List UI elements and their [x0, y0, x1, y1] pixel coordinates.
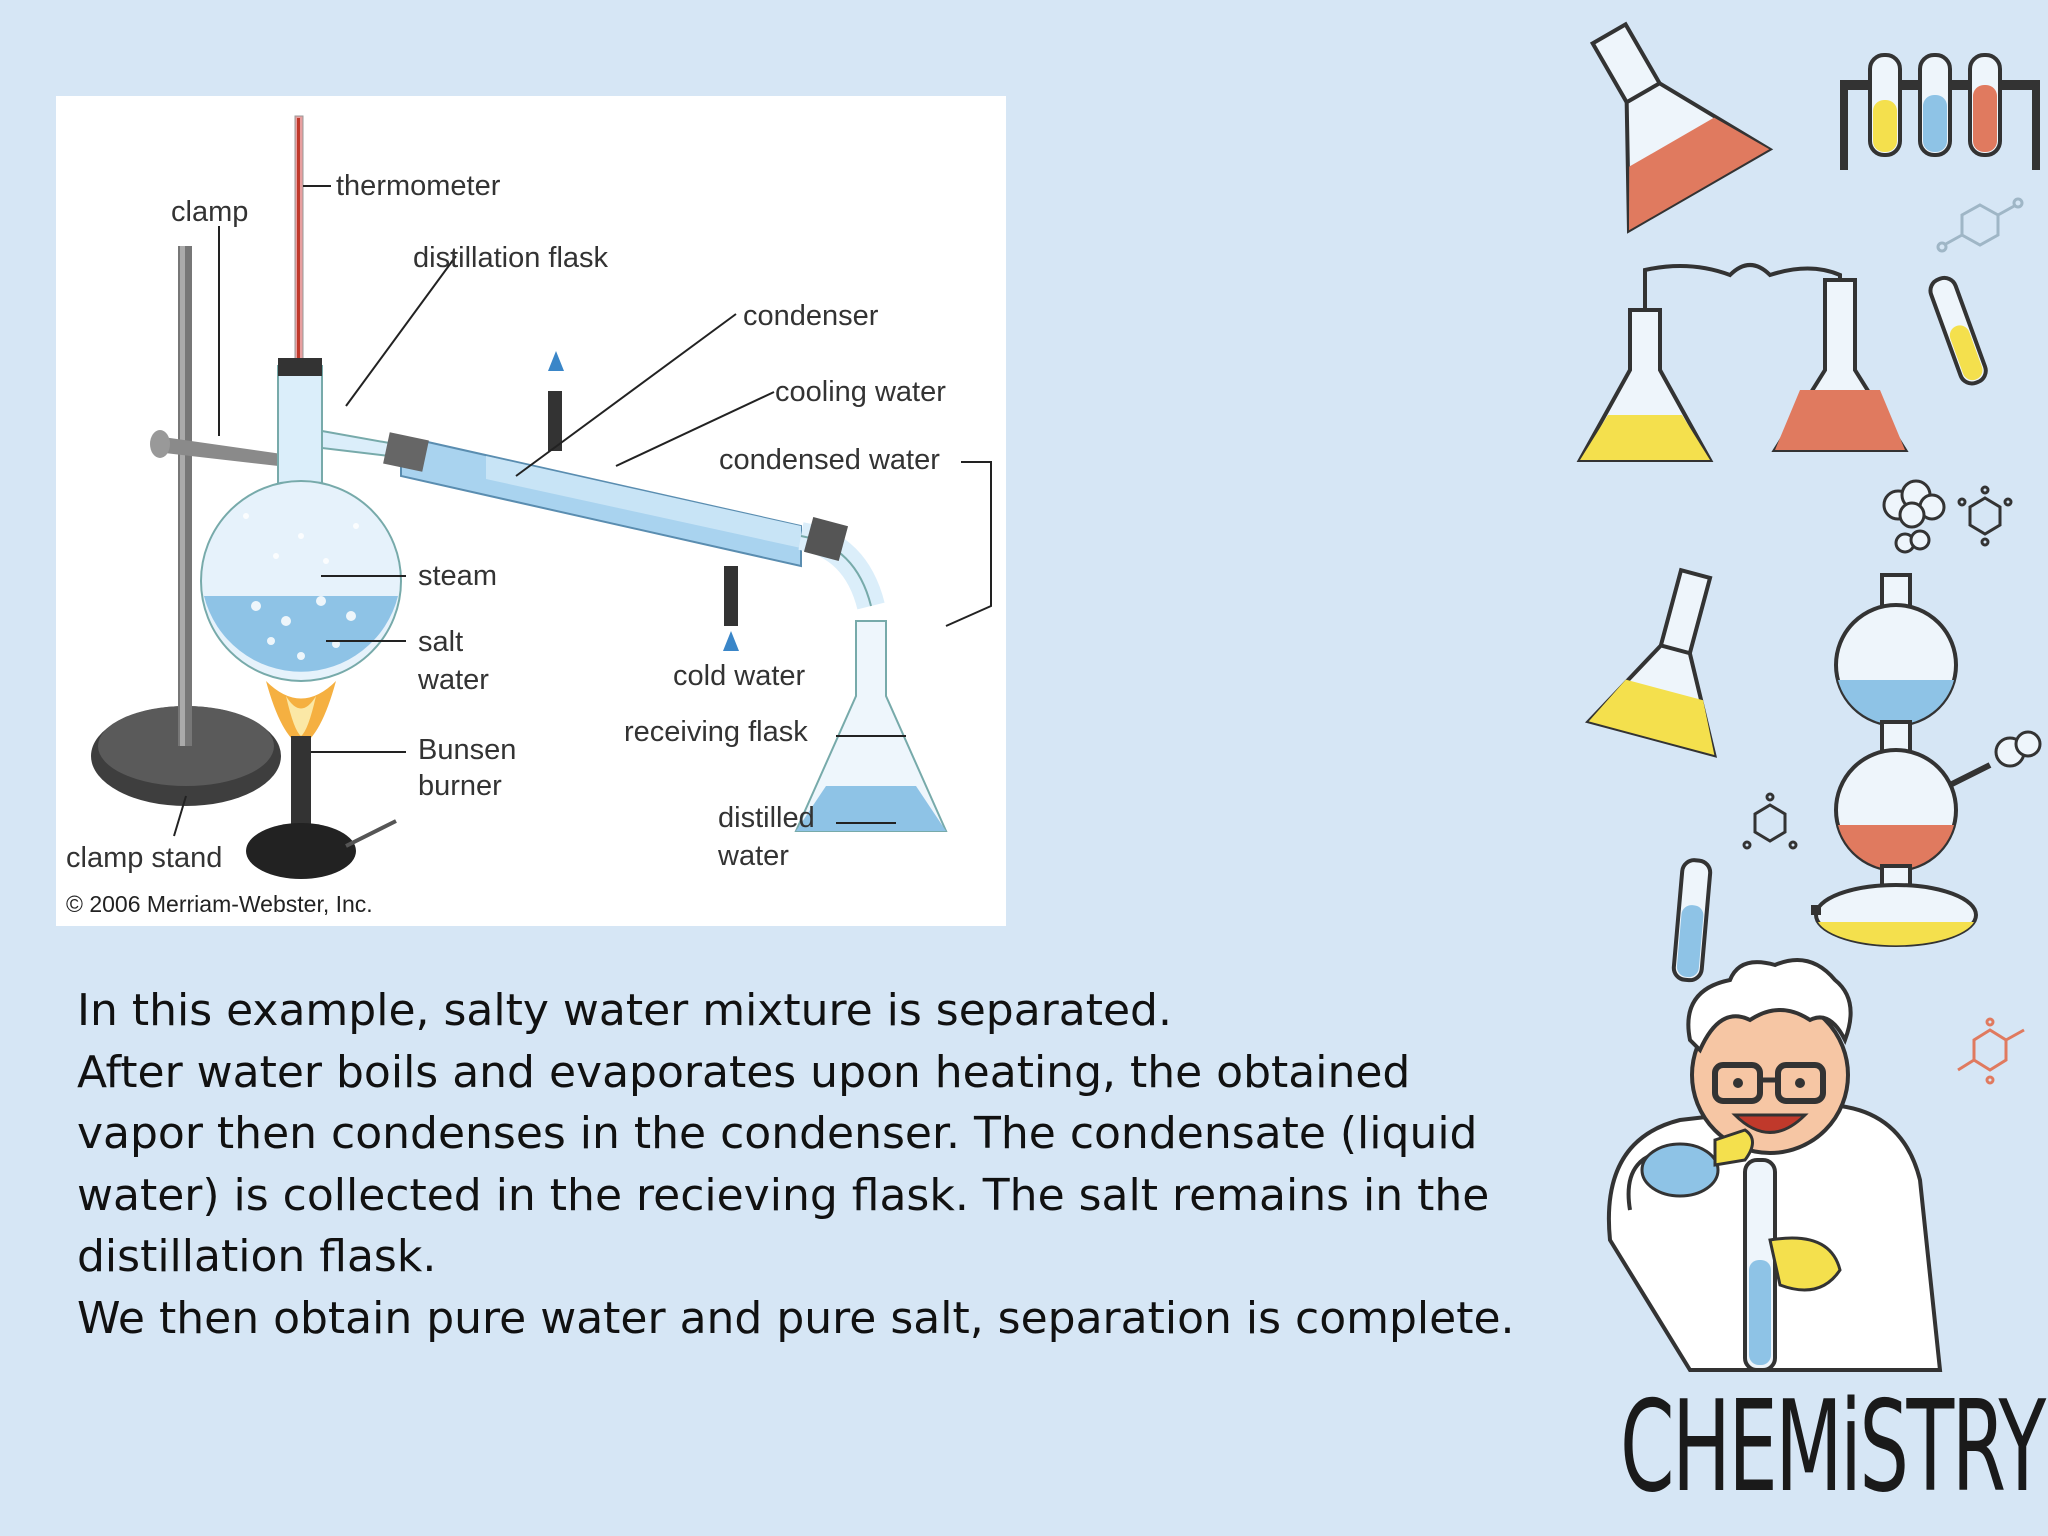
label-salt-water: water: [418, 664, 489, 696]
molecule-icon: [1742, 792, 1798, 850]
test-tube-rack-icon: [1840, 53, 2040, 170]
vapor-cloud-icon: [1882, 479, 1946, 554]
body-paragraph-2: After water boils and evaporates upon he…: [77, 1046, 1490, 1283]
body-paragraph-1: In this example, salty water mixture is …: [77, 985, 1172, 1036]
label-cooling-water: cooling water: [775, 376, 946, 408]
test-tube-icon: [1928, 275, 1988, 386]
label-condenser: condenser: [743, 300, 879, 332]
label-condensed-water: condensed water: [719, 444, 940, 476]
label-cold-water: cold water: [673, 660, 806, 692]
label-receiving-flask: receiving flask: [624, 716, 808, 748]
label-thermometer: thermometer: [336, 170, 501, 202]
molecule-icon: [1936, 197, 2024, 253]
label-burner: burner: [418, 770, 502, 802]
round-flasks-icon: [1811, 573, 2042, 947]
conical-flask-icon: [1584, 567, 1718, 758]
label-distilled-water: water: [718, 840, 789, 872]
body-paragraph-3: We then obtain pure water and pure salt,…: [77, 1292, 1515, 1344]
copyright-notice: © 2006 Merriam-Webster, Inc.: [66, 891, 373, 917]
chemistry-title: CHEMiSTRY: [1620, 1373, 2046, 1520]
body-text: In this example, salty water mixture is …: [77, 980, 1517, 1349]
distillation-apparatus-illustration: [91, 115, 992, 879]
test-tube-icon: [1671, 858, 1713, 983]
label-salt: salt: [418, 626, 464, 658]
label-steam: steam: [418, 560, 497, 592]
scientist-illustration: [1606, 958, 1943, 1372]
label-distillation-flask: distillation flask: [413, 242, 609, 274]
distillation-diagram: thermometer clamp distillation flask con…: [56, 96, 1006, 926]
label-bunsen: Bunsen: [418, 734, 517, 766]
chemistry-decoration: [1576, 21, 2042, 1372]
label-clamp: clamp: [171, 196, 249, 228]
conical-flask-icon: [1589, 21, 1774, 234]
molecule-icon: [1957, 1017, 2025, 1085]
label-clamp-stand: clamp stand: [66, 842, 223, 874]
label-distilled: distilled: [718, 802, 815, 834]
connected-flasks-icon: [1576, 263, 1909, 462]
molecule-icon: [1957, 485, 2013, 547]
